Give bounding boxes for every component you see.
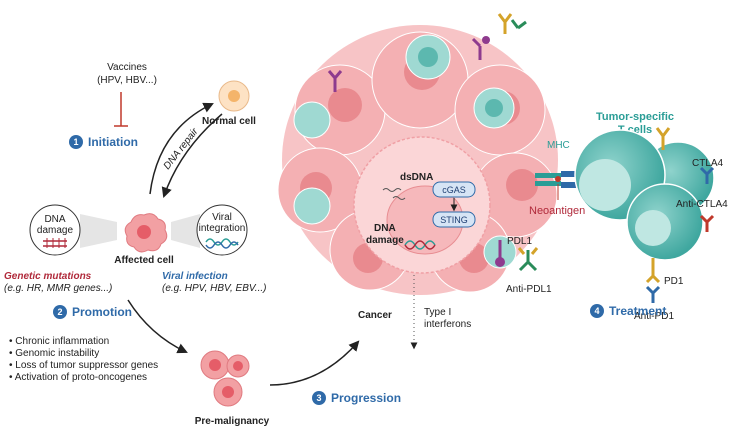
pd1-receptor-icon [645,258,661,284]
anti-pd1-antibody-icon [645,285,661,303]
step-4-label: Treatment [609,304,666,318]
svg-text:2: 2 [57,307,62,317]
viral-infection-example: (e.g. HPV, HBV, EBV...) [162,283,266,294]
dna-damage-center-label: damage [366,235,404,246]
svg-text:Viral: Viral [212,212,232,223]
dna-repair-label: DNA repair [162,126,201,172]
svg-text:3: 3 [316,393,321,403]
vaccines-label: Vaccines [107,62,147,73]
dna-helix [404,240,436,250]
vaccines-examples: (HPV, HBV...) [97,75,157,86]
tumor-mass [277,25,558,295]
dna-damage-center-label: DNA [374,223,396,234]
tumor-antibody-icon [471,13,527,60]
promotion-bullet: • Loss of tumor suppressor genes [9,360,158,371]
type-i-interferons-label: interferons [424,319,471,330]
t-cells-title: Tumor-specific [596,111,674,123]
dsdna-fragment [392,196,406,200]
step-2-badge: 2 [53,305,67,319]
step-3-badge: 3 [312,391,326,405]
step-1-label: Initiation [88,135,138,149]
svg-text:damage: damage [37,225,74,236]
anti-pdl1-label: Anti-PDL1 [506,284,552,295]
viral-connector [171,214,200,248]
svg-text:4: 4 [594,306,599,316]
mhc-label: MHC [547,140,570,151]
step-2-label: Promotion [72,305,132,319]
dna-repair-arrow [149,102,214,195]
dsdna-label: dsDNA [400,172,433,183]
sting-label: STING [440,215,468,225]
tumor-receptor-icon [327,70,343,92]
ctla4-antibody-icon [655,127,671,150]
svg-text:DNA: DNA [44,214,65,225]
step-4-badge: 4 [590,304,604,318]
anti-pdl1-antibody-icon [517,247,539,272]
viral-integration-bubble: Viral integration [196,204,248,256]
neoantigen-label: Neoantigen [529,205,585,217]
normal-cell [218,80,250,112]
step-1-badge: 1 [69,135,83,149]
t-cells [574,129,715,261]
pre-malignancy-cells [200,350,250,407]
cgas-box [432,181,476,198]
promotion-bullet: • Activation of proto-oncogenes [9,372,147,383]
ctla4-label: CTLA4 [692,158,724,169]
pre-malignancy-label: Pre-malignancy [195,416,270,427]
svg-text:integration: integration [199,223,246,234]
mhc-tcr-complex [535,171,583,188]
step-3-label: Progression [331,391,401,405]
promotion-list: • Chronic inflammation • Genomic instabi… [9,336,158,383]
promotion-arrow [127,299,188,354]
anti-pd1-label: Anti-PD1 [634,311,674,322]
genetic-mutations-example: (e.g. HR, MMR genes...) [4,283,112,294]
viral-infection-label: Viral infection [162,271,228,282]
pd1-label: PD1 [664,276,684,287]
anti-ctla4-label: Anti-CTLA4 [676,199,728,210]
affected-cell [124,213,168,253]
pdl1-receptor [495,240,505,267]
affected-cell-label: Affected cell [114,255,174,266]
transformation-arrow [161,113,223,198]
dsdna-fragment [382,188,402,192]
type-i-interferons-label: Type I [424,307,451,318]
ctla4-receptor-icon [699,166,715,184]
cgas-label: cGAS [442,185,466,195]
cancer-label: Cancer [358,310,392,321]
dna-damage-connector [80,214,117,248]
anti-ctla4-antibody-icon [699,214,715,232]
pdl1-label: PDL1 [507,236,532,247]
genetic-mutations-label: Genetic mutations [4,271,92,282]
svg-text:1: 1 [73,137,78,147]
dna-helix [404,240,436,250]
promotion-bullet: • Chronic inflammation [9,336,109,347]
normal-cell-label: Normal cell [202,116,256,127]
progression-arrow [269,340,360,386]
sting-box [432,211,476,228]
promotion-bullet: • Genomic instability [9,348,99,359]
dna-damage-bubble: DNA damage [29,204,81,256]
